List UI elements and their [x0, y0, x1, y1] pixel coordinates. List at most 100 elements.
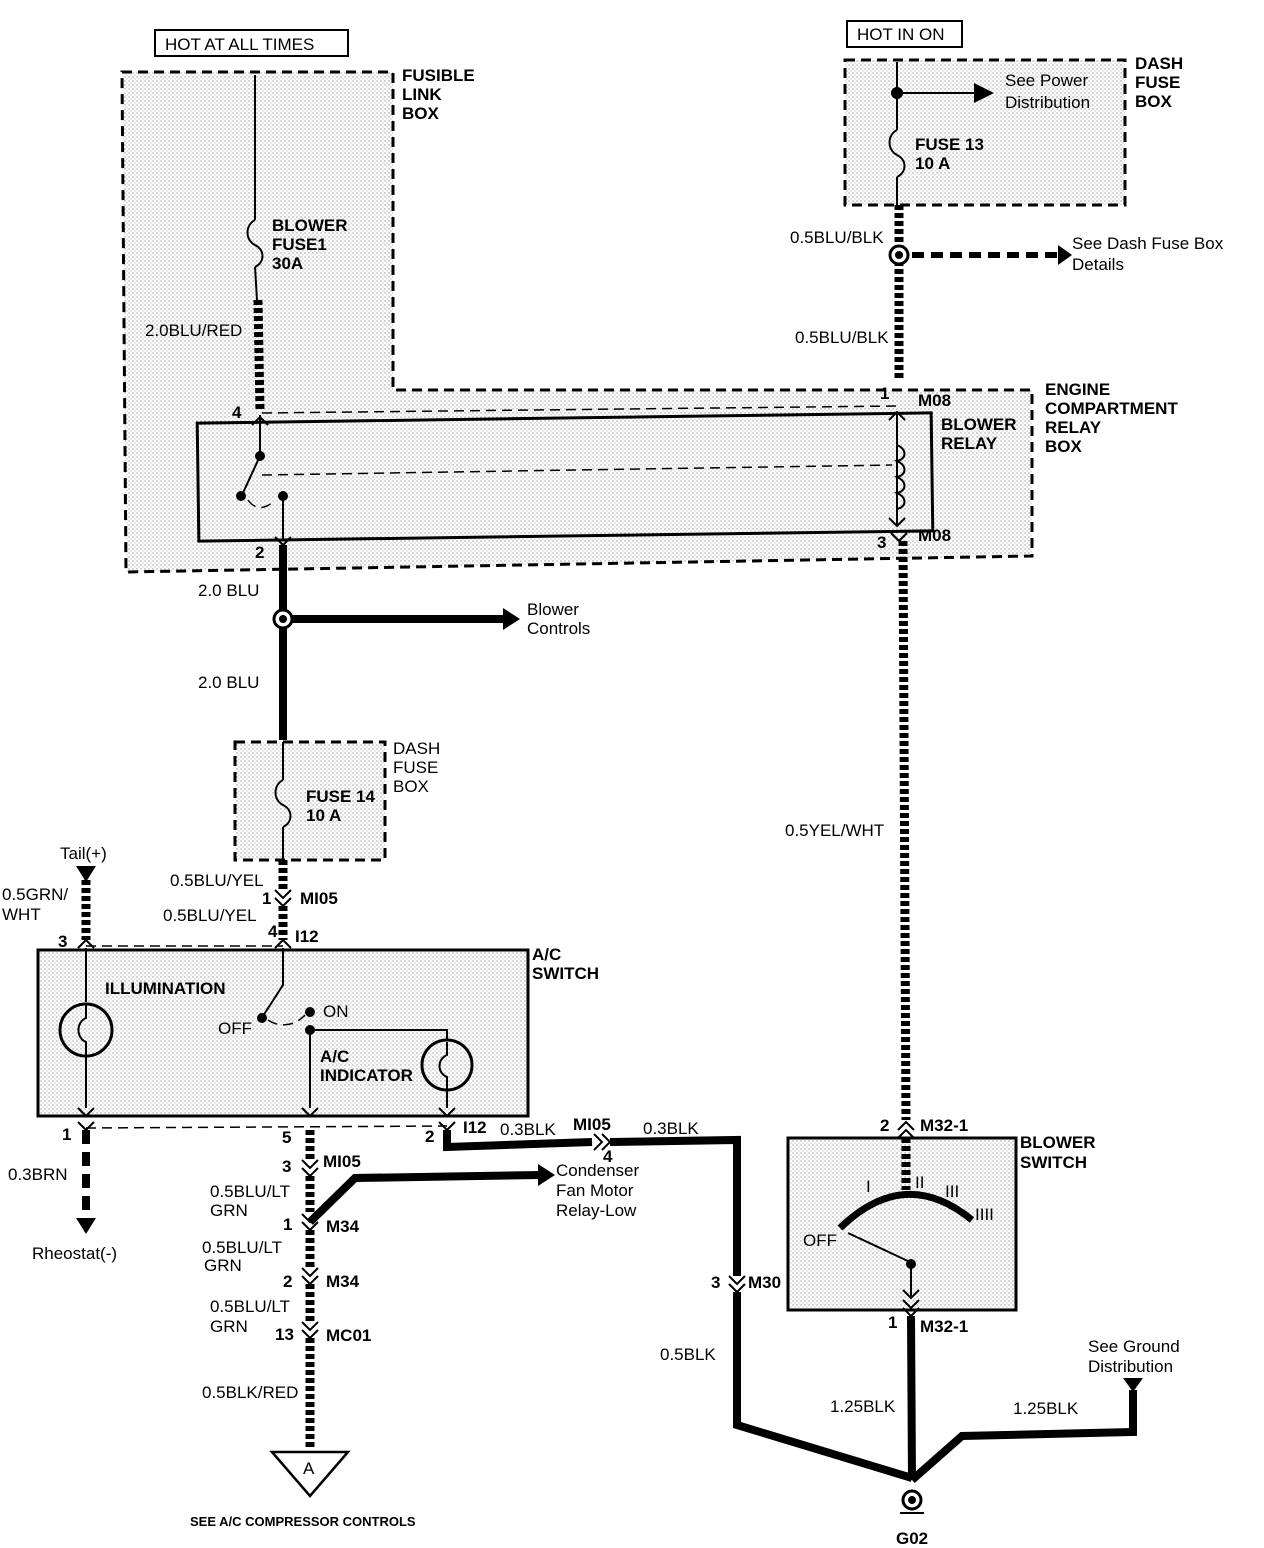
wire-label-05bluyel-a: 0.5BLU/YEL — [170, 871, 264, 890]
illumination-label: ILLUMINATION — [105, 979, 226, 998]
wire-label-20blu-b: 2.0 BLU — [198, 673, 259, 692]
svg-text:RELAY: RELAY — [1045, 418, 1102, 437]
engine-relay-box-label: ENGINE COMPARTMENT RELAY BOX — [1045, 380, 1178, 456]
connector-m34-b: M34 — [326, 1272, 360, 1291]
connector-a-triangle — [269, 1450, 351, 1498]
speed-label-3: III — [945, 1182, 959, 1201]
speed-label-4: IIII — [975, 1205, 994, 1224]
connector-mi05-a: MI05 — [300, 889, 338, 908]
wire-label-05blult-a: 0.5BLU/LT GRN — [210, 1182, 290, 1220]
switch-on-label: ON — [323, 1002, 349, 1021]
wire-label-05blk: 0.5BLK — [660, 1345, 716, 1364]
pin-4-mi05: 4 — [603, 1147, 613, 1166]
svg-text:LINK: LINK — [402, 85, 442, 104]
svg-text:GRN: GRN — [204, 1256, 242, 1275]
wire-label-05blkred: 0.5BLK/RED — [202, 1383, 298, 1402]
blower-switch-arc — [837, 1190, 975, 1231]
svg-text:10 A: 10 A — [915, 154, 950, 173]
wire-label-125blk-b: 1.25BLK — [1013, 1399, 1079, 1418]
wire-label-05blublk-a: 0.5BLU/BLK — [790, 228, 884, 247]
pin-3-m30: 3 — [711, 1273, 720, 1292]
svg-text:A/C: A/C — [320, 1047, 349, 1066]
svg-text:BLOWER: BLOWER — [272, 216, 348, 235]
fuse13-icon — [888, 129, 906, 178]
svg-text:HOT AT ALL TIMES: HOT AT ALL TIMES — [165, 35, 314, 54]
svg-text:BOX: BOX — [402, 104, 440, 123]
fuse14-label: FUSE 14 10 A — [306, 787, 376, 825]
svg-text:INDICATOR: INDICATOR — [320, 1066, 413, 1085]
speed-label-1: I — [866, 1177, 871, 1196]
dash-fuse-box-mid — [233, 740, 387, 862]
svg-text:Distribution: Distribution — [1088, 1357, 1173, 1376]
svg-text:See Power: See Power — [1005, 71, 1088, 90]
pin-4-i12: 4 — [268, 922, 278, 941]
condenser-fan-ref[interactable]: Condenser Fan Motor Relay-Low — [556, 1161, 640, 1220]
svg-text:A/C: A/C — [532, 945, 561, 964]
svg-text:30A: 30A — [272, 254, 303, 273]
wire-label-20blu-a: 2.0 BLU — [198, 581, 259, 600]
svg-text:0.5BLU/LT: 0.5BLU/LT — [210, 1182, 290, 1201]
hot-in-on-header: HOT IN ON — [846, 20, 963, 48]
wire-label-05blult-c: 0.5BLU/LT GRN — [210, 1297, 290, 1336]
svg-text:Fan Motor: Fan Motor — [556, 1181, 634, 1200]
connector-mi05-c: MI05 — [323, 1152, 361, 1171]
fusible-link-box — [120, 70, 1034, 574]
power-distribution-ref[interactable]: See Power Distribution — [1005, 71, 1090, 112]
connector-m32-top: M32-1 — [920, 1116, 968, 1135]
svg-text:FUSE 14: FUSE 14 — [306, 787, 376, 806]
wire-label-20blured: 2.0BLU/RED — [145, 321, 242, 340]
ground-g02-label: G02 — [896, 1529, 928, 1548]
svg-text:GRN: GRN — [210, 1201, 248, 1220]
svg-text:BLOWER: BLOWER — [1020, 1133, 1096, 1152]
svg-text:FUSE1: FUSE1 — [272, 235, 327, 254]
wire-label-125blk-a: 1.25BLK — [830, 1397, 896, 1416]
svg-text:DASH: DASH — [1135, 54, 1183, 73]
pin-1-m32: 1 — [888, 1313, 897, 1332]
svg-text:RELAY: RELAY — [941, 434, 998, 453]
svg-text:COMPARTMENT: COMPARTMENT — [1045, 399, 1178, 418]
svg-text:FUSE: FUSE — [1135, 73, 1180, 92]
dash-fuse-box-mid-label: DASH FUSE BOX — [393, 739, 440, 796]
wire-label-wht: WHT — [2, 905, 41, 924]
pin-1-m34: 1 — [283, 1215, 292, 1234]
blower-relay — [195, 411, 935, 543]
blower-controls-ref[interactable]: Blower Controls — [527, 600, 590, 638]
dash-fuse-details-ref[interactable]: See Dash Fuse Box Details — [1072, 234, 1224, 274]
connector-i12-a: I12 — [295, 927, 319, 946]
wire-label-03blk-a: 0.3BLK — [500, 1120, 556, 1139]
svg-text:HOT IN ON: HOT IN ON — [857, 25, 945, 44]
svg-text:DASH: DASH — [393, 739, 440, 758]
pin-1-relay: 1 — [880, 384, 889, 403]
pin-2-ac: 2 — [425, 1127, 434, 1146]
connector-m30: M30 — [748, 1273, 781, 1292]
wire-label-05bluyel-b: 0.5BLU/YEL — [163, 906, 257, 925]
rheostat-ref: Rheostat(-) — [32, 1244, 117, 1263]
triangle-label: A — [303, 1459, 315, 1478]
connector-mc01: MC01 — [326, 1326, 371, 1345]
svg-text:Condenser: Condenser — [556, 1161, 640, 1180]
svg-text:BLOWER: BLOWER — [941, 415, 1017, 434]
svg-text:See Ground: See Ground — [1088, 1337, 1180, 1356]
pin-13-mc01: 13 — [275, 1325, 294, 1344]
blower-relay-label: BLOWER RELAY — [941, 415, 1017, 453]
pin-2-relay: 2 — [255, 543, 264, 562]
svg-text:FUSE 13: FUSE 13 — [915, 135, 984, 154]
svg-text:SWITCH: SWITCH — [532, 964, 599, 983]
svg-text:FUSIBLE: FUSIBLE — [402, 66, 475, 85]
svg-text:Distribution: Distribution — [1005, 93, 1090, 112]
svg-text:BOX: BOX — [393, 777, 429, 796]
svg-text:ENGINE: ENGINE — [1045, 380, 1110, 399]
hot-at-all-times-header: HOT AT ALL TIMES — [154, 29, 349, 57]
connector-m32-bottom: M32-1 — [920, 1317, 968, 1336]
svg-text:See Dash Fuse Box: See Dash Fuse Box — [1072, 234, 1224, 253]
ac-switch-label: A/C SWITCH — [532, 945, 599, 983]
svg-text:GRN: GRN — [210, 1317, 248, 1336]
pin-5-ac: 5 — [282, 1128, 291, 1147]
ground-distribution-ref[interactable]: See Ground Distribution — [1088, 1337, 1180, 1376]
wire-label-05blublk-b: 0.5BLU/BLK — [795, 328, 889, 347]
connector-mi05-b: MI05 — [573, 1115, 611, 1134]
fuse14-icon — [274, 779, 292, 828]
connector-m34-a: M34 — [326, 1217, 360, 1236]
connector-m08-top: M08 — [918, 391, 951, 410]
